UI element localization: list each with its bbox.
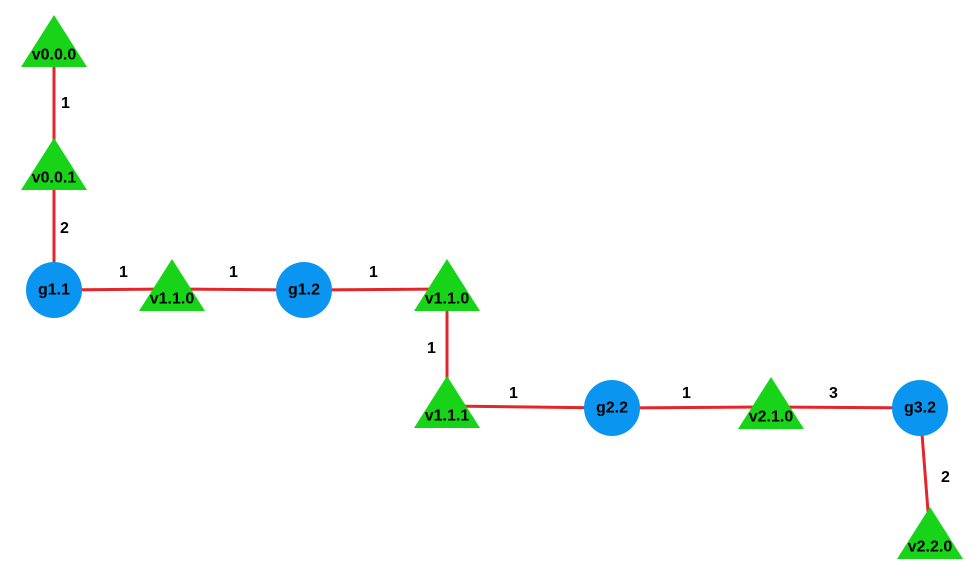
node-label-v210: v2.1.0	[749, 409, 794, 426]
edge-weight-e5: 1	[369, 264, 378, 281]
node-v001-triangle	[21, 138, 87, 190]
node-label-v001: v0.0.1	[32, 170, 77, 187]
node-label-v110b: v1.1.0	[425, 291, 470, 308]
node-label-v111: v1.1.1	[425, 408, 470, 425]
node-v220-triangle	[897, 507, 963, 559]
edge-weight-e4: 1	[229, 264, 238, 281]
node-label-g22: g2.2	[596, 400, 628, 417]
node-label-g12: g1.2	[288, 282, 320, 299]
edge-weight-e6: 1	[427, 340, 436, 357]
node-label-v000: v0.0.0	[32, 47, 77, 64]
node-v000-triangle	[21, 15, 87, 67]
node-g32-circle	[892, 380, 948, 436]
node-label-g11: g1.1	[38, 282, 70, 299]
edge-weight-e9: 3	[829, 385, 838, 402]
node-label-v110a: v1.1.0	[150, 291, 195, 308]
node-g12-circle	[276, 262, 332, 318]
nodes-layer	[21, 15, 963, 559]
edge-weight-e10: 2	[941, 469, 950, 486]
node-label-v220: v2.2.0	[908, 539, 953, 556]
node-g11-circle	[26, 262, 82, 318]
node-v210-triangle	[738, 377, 804, 429]
edge-weight-e7: 1	[509, 385, 518, 402]
labels-layer: v0.0.0 v0.0.1 g1.1 v1.1.0 g1.2 v1.1.0 v1.1.1 g2…	[32, 47, 953, 556]
node-v110b-triangle	[414, 259, 480, 311]
edge-weight-e3: 1	[119, 264, 128, 281]
edge-weight-e1: 1	[61, 95, 70, 112]
edge-weight-e2: 2	[60, 220, 69, 237]
edge-weight-e8: 1	[682, 385, 691, 402]
node-v110a-triangle	[139, 259, 205, 311]
node-v111-triangle	[414, 376, 480, 428]
node-label-g32: g3.2	[904, 400, 936, 417]
node-g22-circle	[584, 380, 640, 436]
